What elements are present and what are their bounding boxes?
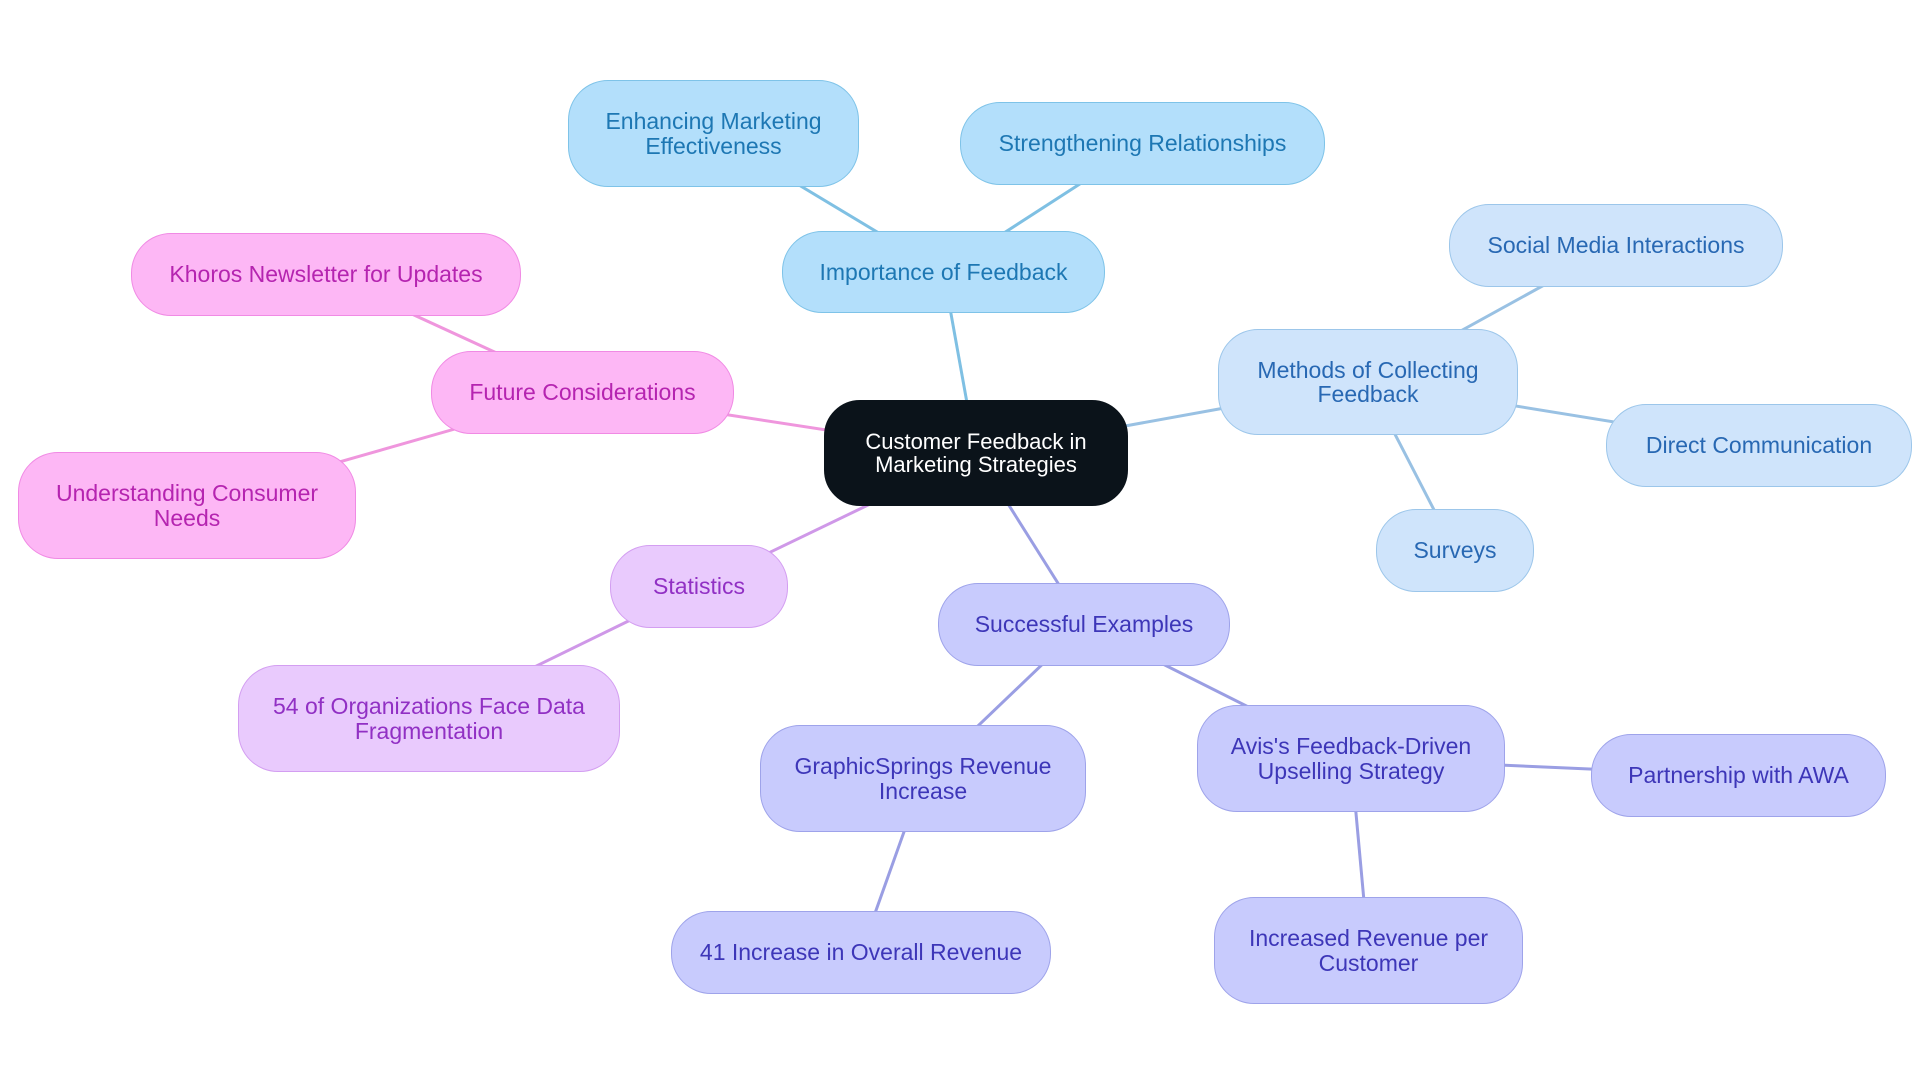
node-label: Social Media Interactions [1487,232,1745,259]
node-54-organizations-data-fragmentation[interactable]: 54 of Organizations Face Data Fragmentat… [238,665,620,772]
node-label: Enhancing Marketing Effectiveness [605,108,822,159]
node-increased-revenue-per-customer[interactable]: Increased Revenue per Customer [1214,897,1523,1004]
node-label: Avis's Feedback-Driven Upselling Strateg… [1230,733,1472,784]
node-direct-communication[interactable]: Direct Communication [1606,404,1912,487]
node-label: Successful Examples [974,611,1194,638]
node-label: Khoros Newsletter for Updates [169,261,483,288]
node-label: Statistics [652,573,746,600]
node-label: Understanding Consumer Needs [55,480,319,531]
node-root[interactable]: Customer Feedback in Marketing Strategie… [824,400,1128,506]
node-avis-upselling-strategy[interactable]: Avis's Feedback-Driven Upselling Strateg… [1197,705,1505,812]
node-graphicsprings-revenue-increase[interactable]: GraphicSprings Revenue Increase [760,725,1086,832]
node-methods-of-collecting-feedback[interactable]: Methods of Collecting Feedback [1218,329,1518,435]
node-khoros-newsletter[interactable]: Khoros Newsletter for Updates [131,233,521,316]
node-label: Surveys [1413,537,1497,564]
node-label: 54 of Organizations Face Data Fragmentat… [273,693,585,744]
node-label: Strengthening Relationships [998,130,1287,157]
node-label: Partnership with AWA [1628,762,1849,789]
node-partnership-with-awa[interactable]: Partnership with AWA [1591,734,1886,817]
node-social-media-interactions[interactable]: Social Media Interactions [1449,204,1783,287]
node-enhancing-marketing-effectiveness[interactable]: Enhancing Marketing Effectiveness [568,80,859,187]
node-label: Customer Feedback in Marketing Strategie… [865,428,1087,477]
node-label: GraphicSprings Revenue Increase [794,753,1052,804]
node-label: Increased Revenue per Customer [1248,925,1489,976]
node-label: Future Considerations [469,379,696,406]
node-strengthening-relationships[interactable]: Strengthening Relationships [960,102,1325,185]
node-label: Methods of Collecting Feedback [1257,356,1479,407]
node-label: 41 Increase in Overall Revenue [699,939,1023,966]
node-understanding-consumer-needs[interactable]: Understanding Consumer Needs [18,452,356,559]
node-label: Importance of Feedback [819,258,1068,285]
node-surveys[interactable]: Surveys [1376,509,1534,592]
node-future-considerations[interactable]: Future Considerations [431,351,734,434]
node-label: Direct Communication [1645,432,1873,459]
node-successful-examples[interactable]: Successful Examples [938,583,1230,666]
node-importance-of-feedback[interactable]: Importance of Feedback [782,231,1105,313]
node-statistics[interactable]: Statistics [610,545,788,628]
node-41-increase-overall-revenue[interactable]: 41 Increase in Overall Revenue [671,911,1051,994]
